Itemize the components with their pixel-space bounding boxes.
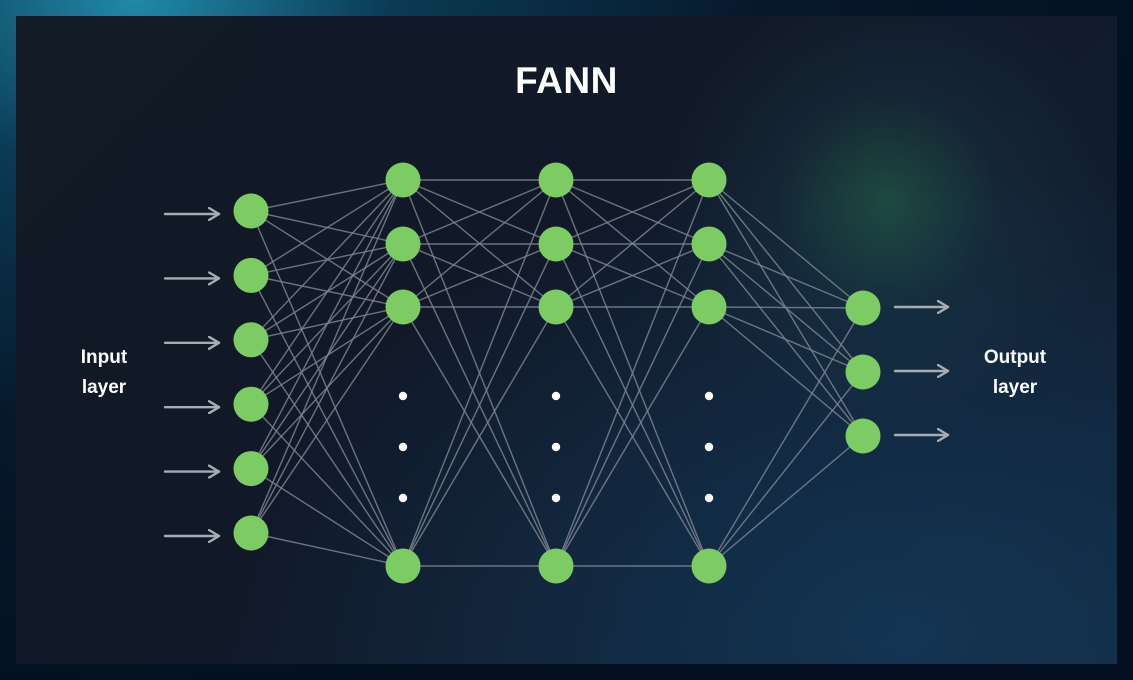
hidden3-node-2 [691, 226, 727, 262]
edge-l1-3-1 [402, 243, 557, 567]
input-node-5 [233, 451, 269, 487]
edge-l0-5-2 [250, 306, 404, 534]
ellipsis-dot-h3-1 [704, 391, 714, 401]
hidden3-node-3 [691, 289, 727, 325]
ellipsis-dots [398, 391, 714, 503]
edge-l0-1-0 [250, 179, 404, 276]
hidden1-node-4 [385, 548, 421, 584]
edge-l0-5-0 [250, 179, 404, 534]
hidden3-node-4 [691, 548, 727, 584]
edge-l0-3-3 [250, 403, 404, 567]
ellipsis-dot-h2-2 [551, 442, 561, 452]
edge-l3-2-2 [708, 306, 864, 437]
edge-l2-3-2 [555, 306, 710, 567]
neural-network-diagram [163, 162, 950, 584]
hidden2-node-4 [538, 548, 574, 584]
output-label-line1: Output [983, 347, 1047, 368]
edge-l1-3-2 [402, 306, 557, 567]
edge-l1-2-1 [402, 243, 557, 308]
nodes [233, 162, 881, 584]
output-label-line2: layer [992, 377, 1038, 398]
ellipsis-dot-h2-3 [551, 493, 561, 503]
ellipsis-dot-h1-1 [398, 391, 408, 401]
io-arrows [163, 214, 950, 536]
ellipsis-dot-h2-1 [551, 391, 561, 401]
output-node-2 [845, 354, 881, 390]
hidden2-node-1 [538, 162, 574, 198]
edge-l1-3-0 [402, 179, 557, 567]
hidden3-node-1 [691, 162, 727, 198]
ellipsis-dot-h3-3 [704, 493, 714, 503]
edge-l3-2-0 [708, 306, 864, 309]
edge-l3-2-1 [708, 306, 864, 373]
input-node-4 [233, 386, 269, 422]
output-node-3 [845, 418, 881, 454]
edge-l1-2-0 [402, 179, 557, 308]
ellipsis-dot-h3-2 [704, 442, 714, 452]
edge-l2-3-1 [555, 243, 710, 567]
edge-l0-4-0 [250, 179, 404, 469]
edge-l3-3-1 [708, 371, 864, 567]
edge-l2-2-0 [555, 179, 710, 308]
edge-l2-1-0 [555, 179, 710, 245]
input-layer-label: Input layer [49, 343, 159, 403]
input-node-1 [233, 193, 269, 229]
hidden1-node-1 [385, 162, 421, 198]
output-layer-label: Output layer [960, 343, 1070, 403]
connections [250, 179, 864, 567]
edge-l3-0-0 [708, 179, 864, 309]
ellipsis-dot-h1-2 [398, 442, 408, 452]
edge-l2-2-1 [555, 243, 710, 308]
edge-l0-2-0 [250, 179, 404, 341]
edge-l3-3-0 [708, 307, 864, 567]
hidden1-node-3 [385, 289, 421, 325]
edge-l3-3-2 [708, 435, 864, 567]
edge-l2-3-0 [555, 179, 710, 567]
input-node-6 [233, 515, 269, 551]
input-node-3 [233, 322, 269, 358]
edge-l0-4-3 [250, 468, 404, 567]
edge-l0-3-0 [250, 179, 404, 405]
input-label-line2: layer [81, 377, 127, 398]
output-node-1 [845, 290, 881, 326]
input-node-2 [233, 257, 269, 293]
hidden2-node-2 [538, 226, 574, 262]
edge-l3-1-0 [708, 243, 864, 309]
diagram-canvas: FANN Input layer Output layer [16, 16, 1117, 664]
ellipsis-dot-h1-3 [398, 493, 408, 503]
edge-l0-5-1 [250, 243, 404, 534]
edge-l0-2-3 [250, 339, 404, 567]
diagram-title: FANN [515, 60, 618, 101]
edge-l1-1-0 [402, 179, 557, 245]
hidden2-node-3 [538, 289, 574, 325]
hidden1-node-2 [385, 226, 421, 262]
input-label-line1: Input [80, 347, 128, 368]
edge-l0-0-0 [250, 179, 404, 212]
edge-l0-5-3 [250, 532, 404, 567]
